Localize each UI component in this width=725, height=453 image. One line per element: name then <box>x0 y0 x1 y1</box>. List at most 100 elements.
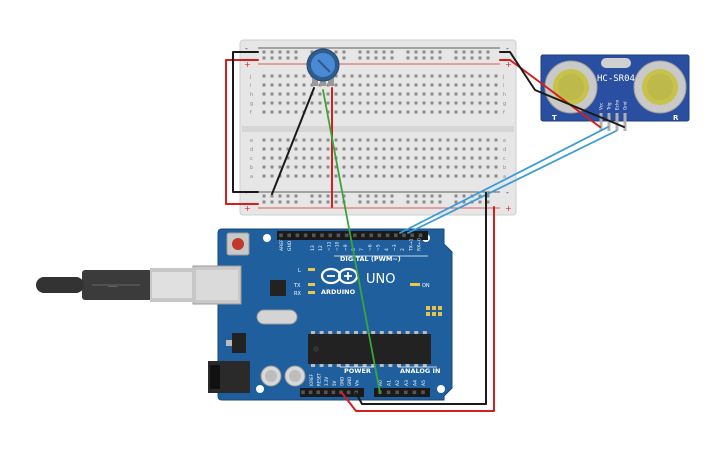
breadboard-hole <box>486 110 490 114</box>
rail-hole <box>358 200 362 204</box>
header-hole[interactable] <box>410 233 414 238</box>
breadboard-hole <box>414 174 418 178</box>
header-hole[interactable] <box>328 233 332 238</box>
breadboard-hole <box>446 174 450 178</box>
rail-hole <box>286 56 290 60</box>
rail-hole <box>366 200 370 204</box>
breadboard-hole <box>326 138 330 142</box>
rail-hole <box>454 56 458 60</box>
rail-hole <box>486 56 490 60</box>
rail-hole <box>310 200 314 204</box>
header-hole[interactable] <box>324 390 328 395</box>
header-hole[interactable] <box>316 390 320 395</box>
wires <box>225 51 625 412</box>
rail-hole <box>390 194 394 198</box>
header-hole[interactable] <box>320 233 324 238</box>
header-hole[interactable] <box>404 390 408 395</box>
header-hole[interactable] <box>412 390 417 395</box>
breadboard-hole <box>414 92 418 96</box>
header-hole[interactable] <box>385 233 390 238</box>
rail-hole <box>382 56 386 60</box>
sensor-pin[interactable] <box>599 113 603 131</box>
rail-hole <box>310 50 314 54</box>
header-hole[interactable] <box>295 233 300 238</box>
wire-red-rail-left[interactable] <box>225 59 259 205</box>
breadboard-hole <box>326 92 330 96</box>
breadboard-hole <box>342 74 346 78</box>
wire-red-arduino-5v[interactable] <box>341 206 495 412</box>
rail-hole <box>438 50 442 54</box>
breadboard-hole <box>478 74 482 78</box>
breadboard-hole <box>342 101 346 105</box>
breadboard-hole <box>350 156 354 160</box>
icsp-pin <box>432 312 436 316</box>
row-letter: c <box>503 156 506 162</box>
header-hole[interactable] <box>394 233 398 238</box>
header-hole[interactable] <box>361 233 365 238</box>
sensor-pin[interactable] <box>607 113 611 131</box>
sensor-pin[interactable] <box>623 113 627 131</box>
header-hole[interactable] <box>421 390 425 395</box>
wire-blue-trig[interactable] <box>399 126 609 234</box>
row-letter: d <box>503 147 506 153</box>
analog-header <box>374 388 430 397</box>
breadboard-hole <box>350 92 354 96</box>
breadboard-hole <box>422 156 426 160</box>
wire-black-arduino-gnd[interactable] <box>355 192 487 405</box>
breadboard-hole <box>462 92 466 96</box>
breadboard-hole <box>430 174 434 178</box>
rail-hole <box>390 50 394 54</box>
header-hole[interactable] <box>402 233 406 238</box>
wire-black-pot-gnd[interactable] <box>271 87 315 195</box>
header-hole[interactable] <box>369 233 373 238</box>
wire-black-rail-left[interactable] <box>232 51 259 193</box>
led-tx <box>308 283 315 286</box>
digital-pin-label: 4 <box>384 248 390 251</box>
header-hole[interactable] <box>353 233 357 238</box>
header-hole[interactable] <box>377 233 382 238</box>
header-hole[interactable] <box>312 233 316 238</box>
wire-blue-echo[interactable] <box>407 130 617 234</box>
rail-hole <box>278 50 282 54</box>
chip-pin <box>354 364 358 367</box>
chip-pin <box>405 364 410 367</box>
header-hole[interactable] <box>287 233 291 238</box>
header-hole[interactable] <box>339 390 343 395</box>
header-hole[interactable] <box>344 233 349 238</box>
breadboard-hole <box>478 174 482 178</box>
header-hole[interactable] <box>395 390 399 395</box>
breadboard-hole <box>438 165 442 169</box>
header-hole[interactable] <box>303 233 308 238</box>
header-hole[interactable] <box>279 233 283 238</box>
potentiometer[interactable] <box>306 48 340 86</box>
breadboard-hole <box>374 174 378 178</box>
breadboard-hole <box>462 83 466 87</box>
header-hole[interactable] <box>386 390 391 395</box>
row-letter: e <box>503 138 506 144</box>
reset-button-cap[interactable] <box>232 238 244 250</box>
breadboard-hole <box>438 83 442 87</box>
breadboard-hole <box>438 74 442 78</box>
breadboard-hole <box>318 147 322 151</box>
breadboard-hole <box>350 138 354 142</box>
header-hole[interactable] <box>336 233 341 238</box>
breadboard-hole <box>478 156 482 160</box>
sensor-pin[interactable] <box>615 113 619 131</box>
rail-minus-bottom-right: - <box>506 188 509 197</box>
wire-black-sensor-gnd[interactable] <box>499 51 625 128</box>
header-hole[interactable] <box>331 390 336 395</box>
wire-green-pot-a0[interactable] <box>322 89 381 394</box>
header-hole[interactable] <box>418 233 423 238</box>
header-hole[interactable] <box>301 390 305 395</box>
rail-hole <box>278 56 282 60</box>
breadboard-hole <box>366 74 370 78</box>
breadboard-hole <box>390 83 394 87</box>
breadboard-hole <box>302 174 306 178</box>
breadboard-hole <box>462 147 466 151</box>
header-hole[interactable] <box>346 390 351 395</box>
rail-hole <box>278 194 282 198</box>
breadboard-hole <box>318 165 322 169</box>
rail-hole <box>334 194 338 198</box>
header-hole[interactable] <box>308 390 313 395</box>
breadboard-hole <box>398 147 402 151</box>
